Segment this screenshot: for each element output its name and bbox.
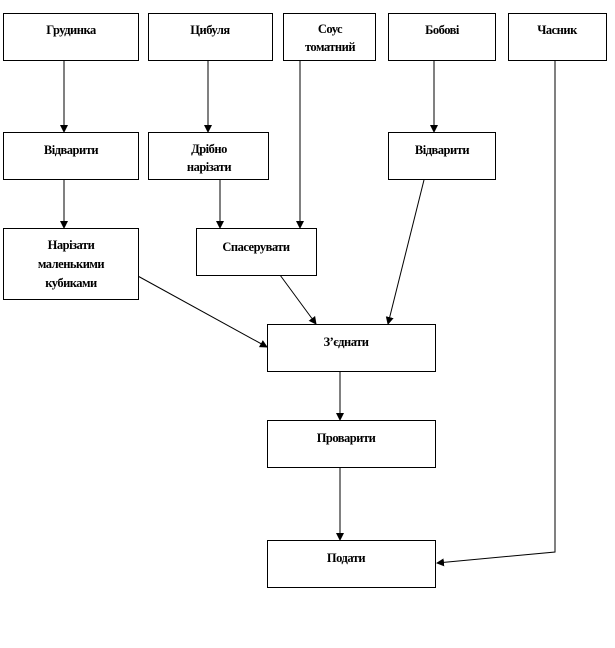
- node-saute: Спасерувати: [196, 228, 317, 276]
- node-label: Відварити: [415, 143, 469, 157]
- svg-text:Цибуля: Цибуля: [190, 23, 230, 37]
- svg-text:кубиками: кубиками: [45, 276, 97, 290]
- svg-text:томатний: томатний: [305, 40, 355, 54]
- svg-text:Відварити: Відварити: [44, 143, 98, 157]
- node-garlic: Часник: [508, 13, 607, 61]
- svg-text:маленькими: маленькими: [38, 257, 105, 271]
- node-label: Часник: [537, 23, 578, 37]
- node-simmer: Проварити: [267, 420, 436, 468]
- node-brisket: Грудинка: [3, 13, 139, 61]
- node-beans: Бобові: [388, 13, 496, 61]
- node-label: Дрібно: [191, 142, 227, 156]
- node-label: Цибуля: [190, 23, 230, 37]
- svg-text:Відварити: Відварити: [415, 143, 469, 157]
- arrow-dice-to-combine: [135, 274, 268, 348]
- svg-text:Часник: Часник: [537, 23, 578, 37]
- node-label: Бобові: [425, 23, 460, 37]
- node-label: Подати: [327, 551, 366, 565]
- svg-text:Дрібно: Дрібно: [191, 142, 227, 156]
- node-label: Нарізати: [48, 238, 95, 252]
- arrow-saute-to-combine: [279, 274, 317, 325]
- svg-text:Бобові: Бобові: [425, 23, 460, 37]
- node-label: томатний: [305, 40, 355, 54]
- node-label: нарізати: [187, 160, 231, 174]
- arrow-beans-to-combine: [385, 179, 425, 325]
- arrow-garlic-to-serve: [436, 60, 556, 567]
- connectors: [60, 60, 556, 567]
- svg-text:З’єднати: З’єднати: [324, 335, 369, 349]
- svg-text:Проварити: Проварити: [317, 431, 376, 445]
- node-serve: Подати: [267, 540, 436, 588]
- node-label: Соус: [318, 22, 343, 36]
- node-boil-brisket: Відварити: [3, 132, 139, 180]
- node-dice: Нарізати маленькими кубиками: [3, 228, 139, 300]
- node-label: Спасерувати: [222, 240, 290, 254]
- node-tomato-sauce: Соус томатний: [283, 13, 376, 61]
- node-boil-beans: Відварити: [388, 132, 496, 180]
- node-label: маленькими: [38, 257, 105, 271]
- node-label: З’єднати: [324, 335, 369, 349]
- node-onion: Цибуля: [148, 13, 273, 61]
- node-label: Відварити: [44, 143, 98, 157]
- node-label: Проварити: [317, 431, 376, 445]
- node-chop-onion: Дрібно нарізати: [148, 132, 269, 180]
- svg-text:Нарізати: Нарізати: [48, 238, 95, 252]
- node-label: кубиками: [45, 276, 97, 290]
- svg-text:Соус: Соус: [318, 22, 343, 36]
- svg-text:Грудинка: Грудинка: [46, 23, 97, 37]
- svg-text:Спасерувати: Спасерувати: [222, 240, 290, 254]
- node-label: Грудинка: [46, 23, 97, 37]
- svg-text:нарізати: нарізати: [187, 160, 231, 174]
- node-combine: З’єднати: [267, 324, 436, 372]
- svg-text:Подати: Подати: [327, 551, 366, 565]
